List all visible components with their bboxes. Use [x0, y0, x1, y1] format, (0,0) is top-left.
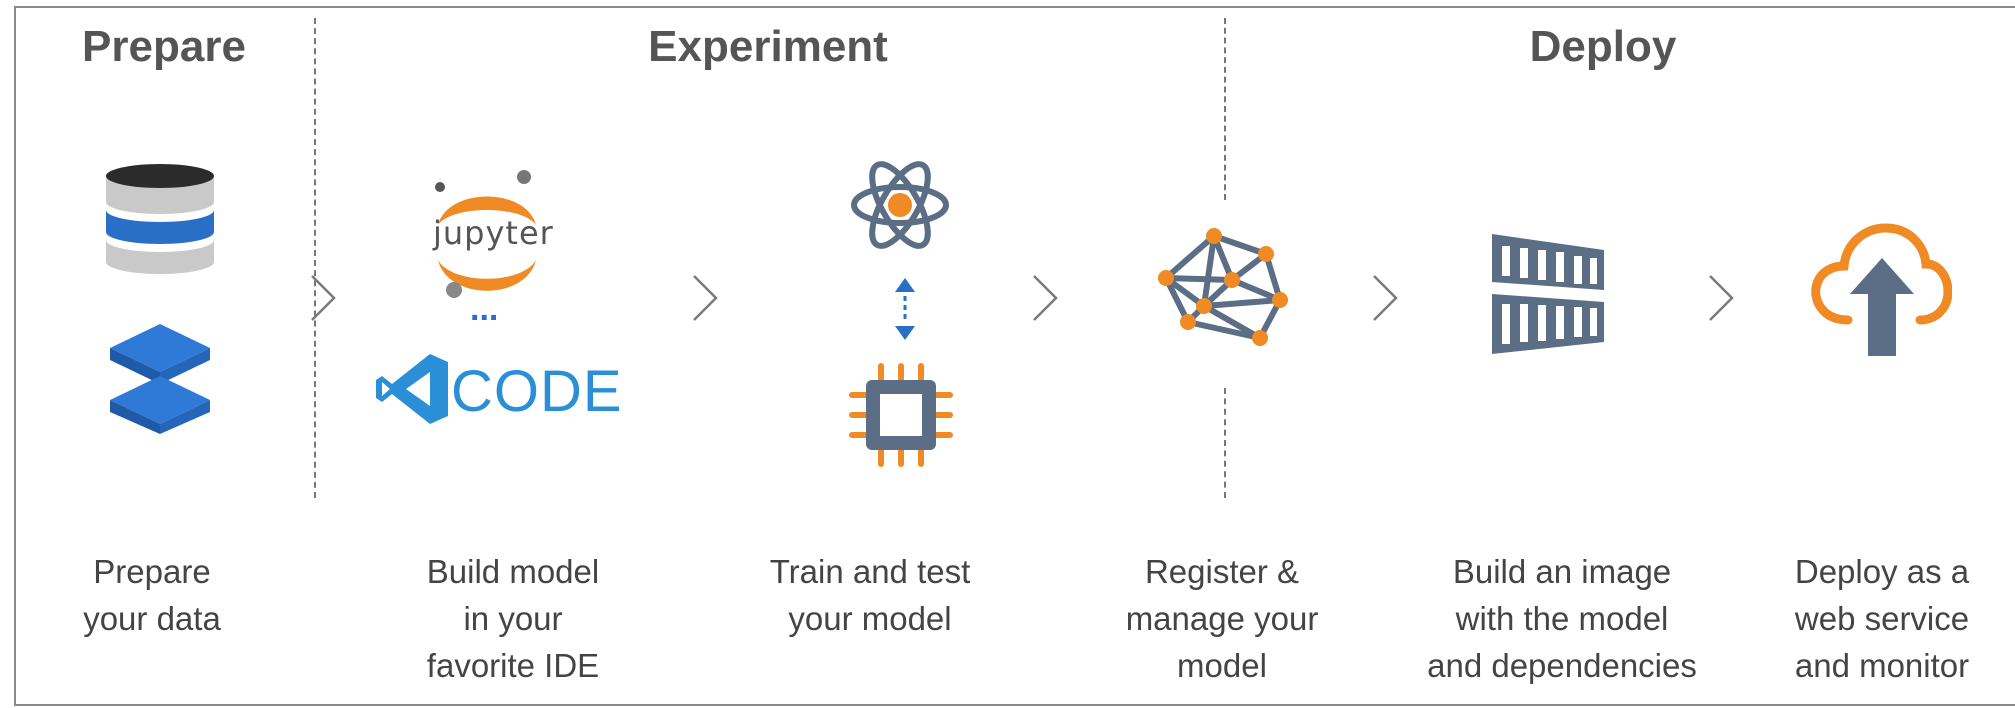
caption-build-image: Build an image with the model and depend… [1427, 548, 1697, 689]
caption-line: with the model [1455, 600, 1669, 637]
bidirectional-arrow-icon [895, 278, 915, 340]
caption-deploy-service: Deploy as a web service and monitor [1795, 548, 1969, 689]
chevron-right-icon [1709, 275, 1734, 321]
model-network-icon [1158, 228, 1288, 346]
separator-experiment-deploy-top [1224, 18, 1226, 200]
layers-icon [110, 324, 210, 434]
ellipsis-text: ... [470, 290, 499, 328]
phase-prepare-title: Prepare [82, 22, 246, 71]
database-icon [106, 164, 214, 274]
caption-line: Build model [426, 553, 600, 590]
vscode-logo [376, 354, 448, 424]
cloud-upload-icon [1811, 223, 1952, 356]
phase-experiment-title: Experiment [648, 22, 888, 71]
chevron-right-icon [1373, 275, 1398, 321]
caption-line: and monitor [1794, 647, 1970, 684]
cpu-chip-icon [849, 363, 953, 467]
caption-line: Deploy as a [1794, 553, 1970, 590]
container-icon [1492, 234, 1604, 354]
caption-line: in your [463, 600, 563, 637]
caption-line: Prepare [93, 553, 211, 590]
diagram-frame [14, 6, 2015, 706]
caption-register-model: Register & manage your model [1126, 548, 1319, 689]
phase-deploy-title: Deploy [1529, 22, 1677, 71]
caption-prepare-data: Prepare your data [83, 548, 221, 642]
separator-experiment-deploy-bottom [1224, 388, 1226, 498]
caption-train-test: Train and test your model [770, 548, 971, 642]
chevron-right-icon [693, 275, 718, 321]
caption-line: favorite IDE [426, 647, 600, 684]
caption-line: your model [788, 600, 952, 637]
caption-line: your data [83, 600, 221, 637]
caption-build-model: Build model in your favorite IDE [427, 548, 599, 689]
atom-icon [851, 161, 949, 249]
separator-prepare-experiment [314, 18, 316, 498]
caption-line: model [1177, 647, 1267, 684]
jupyter-logo [435, 170, 536, 298]
caption-line: and dependencies [1427, 647, 1697, 684]
caption-line: Build an image [1452, 553, 1672, 590]
chevron-right-icon [311, 275, 336, 321]
chevron-right-icon [1033, 275, 1058, 321]
caption-line: manage your [1125, 600, 1319, 637]
caption-line: Train and test [769, 553, 971, 590]
vscode-wordmark: CODE [451, 359, 623, 424]
caption-line: Register & [1144, 553, 1300, 590]
caption-line: web service [1794, 600, 1970, 637]
jupyter-wordmark: jupyter [433, 214, 554, 252]
